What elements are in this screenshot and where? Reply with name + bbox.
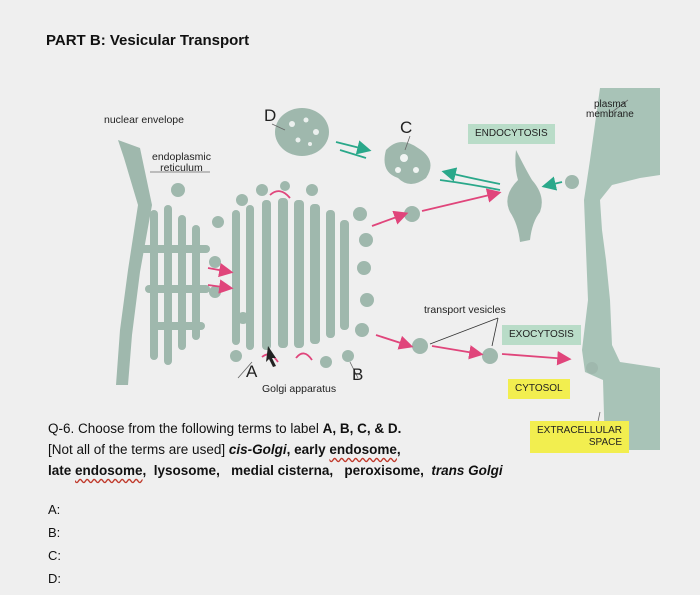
label-letter-b: B	[352, 365, 364, 384]
vesicle	[586, 362, 598, 374]
term-comma: ,	[396, 442, 401, 457]
tag-extracellular-space: EXTRACELLULAR SPACE	[530, 421, 630, 453]
tag-endocytosis: ENDOCYTOSIS	[468, 124, 555, 144]
question-line-2: [Not all of the terms are used] cis-Golg…	[48, 439, 503, 460]
tag-cytosol: CYTOSOL	[508, 379, 570, 399]
tag-extracellular-line1: EXTRACELLULAR	[537, 425, 623, 436]
term-cis-golgi: cis-Golgi	[228, 442, 287, 457]
question-text: Q-6. Choose from the following terms to …	[48, 418, 503, 481]
organelle-c	[384, 141, 431, 184]
term-separator: , early	[286, 442, 330, 457]
endosome	[507, 150, 542, 242]
term-late-endosome: endosome	[75, 463, 143, 478]
vesicle	[482, 348, 498, 364]
answer-a: A:	[48, 502, 61, 517]
answer-d: D:	[48, 571, 61, 586]
term-trans-golgi: trans Golgi	[431, 463, 503, 478]
cursor-arrow	[266, 346, 276, 367]
term-early-endosome: endosome	[329, 442, 397, 457]
label-endoplasmic-reticulum: endoplasmic reticulum	[152, 152, 211, 174]
part-title: PART B: Vesicular Transport	[46, 32, 250, 49]
answer-list: A: B: C: D:	[48, 498, 61, 590]
label-plasma-line1: plasma	[594, 99, 627, 110]
label-letter-d: D	[264, 106, 277, 125]
label-golgi-apparatus: Golgi apparatus	[262, 383, 337, 395]
vesicle	[565, 175, 579, 189]
organelle-d	[275, 108, 329, 156]
tag-exocytosis: EXOCYTOSIS	[502, 325, 581, 345]
answer-c: C:	[48, 548, 61, 563]
vesicle	[412, 338, 428, 354]
question-line-1: Q-6. Choose from the following terms to …	[48, 418, 503, 439]
label-letter-a: A	[246, 362, 258, 381]
term-late: late	[48, 463, 76, 478]
endoplasmic-reticulum	[140, 183, 224, 365]
label-plasma-membrane: plasma membrane	[586, 100, 634, 120]
question-prefix: Q-6. Choose from the following terms to …	[48, 421, 323, 436]
nuclear-envelope	[116, 140, 152, 385]
question-line-3: late endosome, lysosome, medial cisterna…	[48, 460, 503, 481]
label-nuclear-envelope: nuclear envelope	[104, 114, 184, 126]
answer-b: B:	[48, 525, 61, 540]
label-er-line1: endoplasmic	[152, 151, 211, 163]
label-plasma-line2: membrane	[586, 109, 634, 120]
golgi-apparatus	[230, 181, 374, 368]
question-note: [Not all of the terms are used]	[48, 442, 229, 457]
label-transport-vesicles: transport vesicles	[424, 304, 506, 316]
vesicle	[404, 206, 420, 222]
tag-extracellular-line2: SPACE	[588, 437, 623, 448]
label-er-line2: reticulum	[160, 162, 203, 174]
term-list: , lysosome, medial cisterna, peroxisome,	[142, 463, 432, 478]
label-letter-c: C	[400, 118, 413, 137]
plasma-membrane	[582, 88, 660, 450]
question-letters: A, B, C, & D.	[322, 421, 402, 436]
